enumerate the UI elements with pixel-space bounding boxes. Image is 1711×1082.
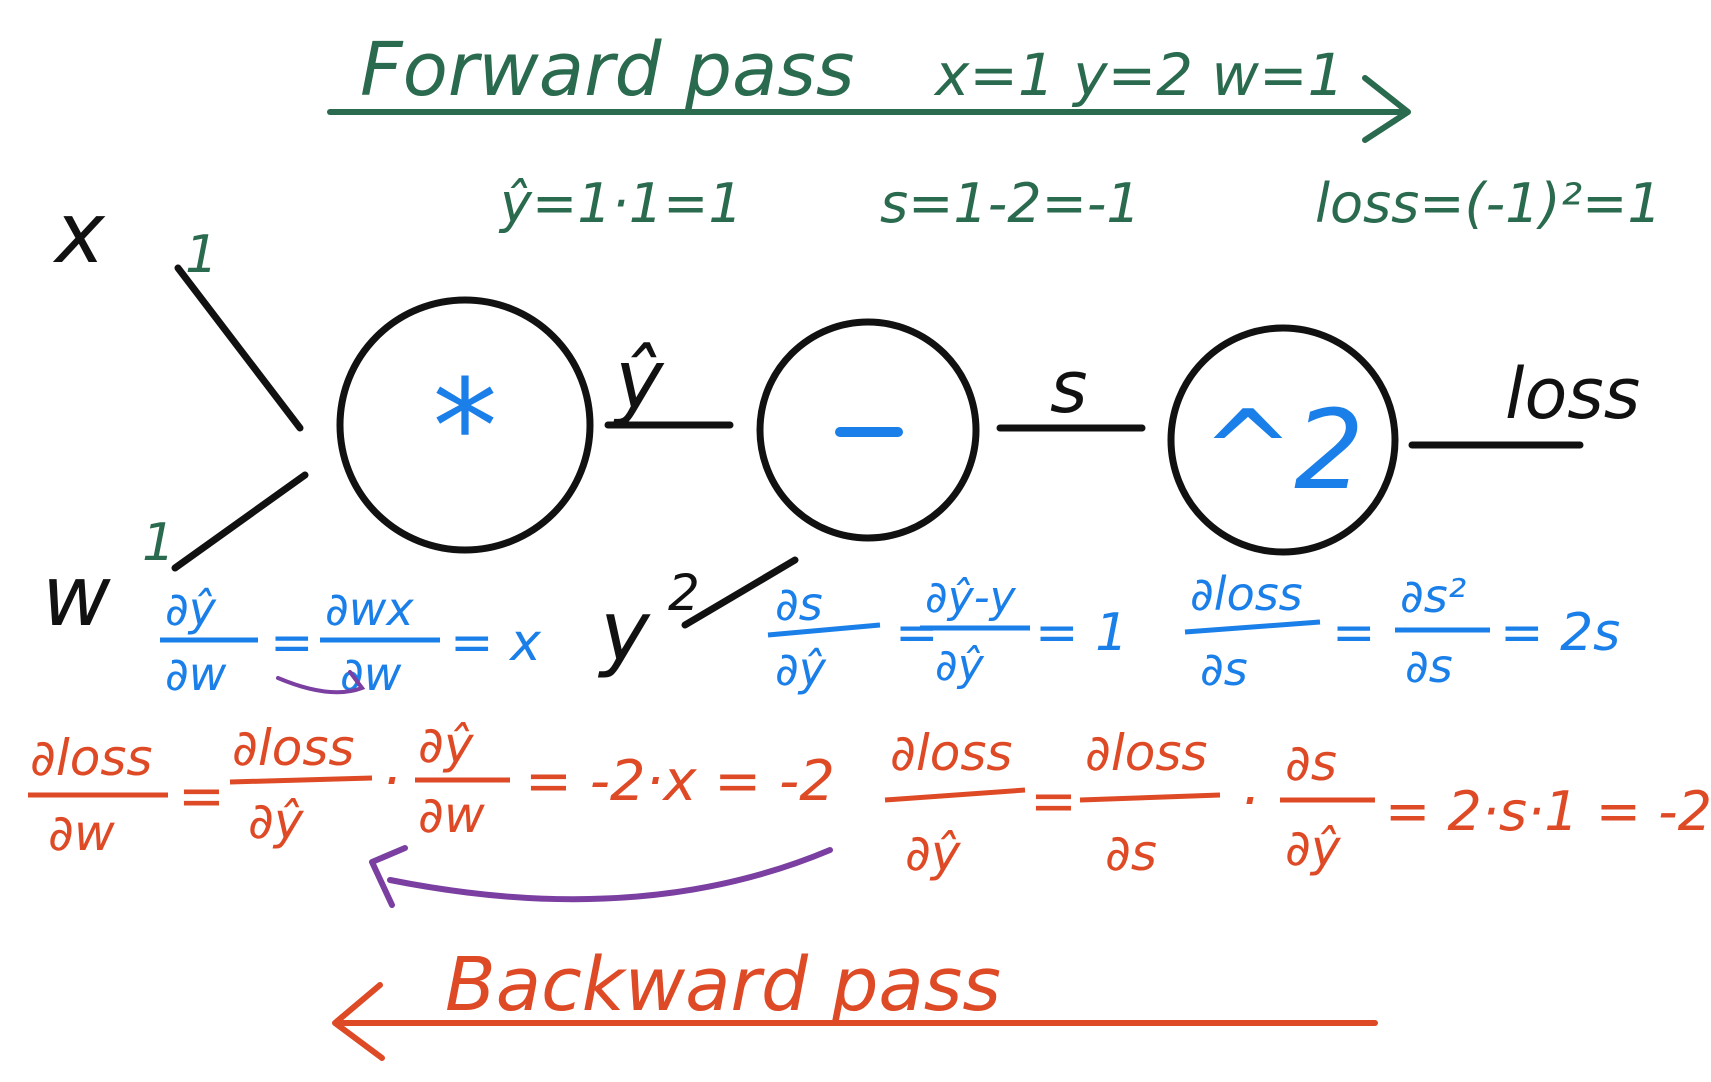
- subtract-node: [756, 318, 980, 542]
- chain-right-lhs-den: ∂ŷ: [905, 824, 962, 882]
- grad-ds2-num: ∂s²: [1400, 569, 1466, 623]
- grad-dyhat-result: = x: [450, 613, 542, 673]
- grad-dyhat-num: ∂ŷ: [165, 582, 217, 636]
- square-operator: ^2: [1202, 386, 1364, 514]
- chain-right-t1-den: ∂s: [1105, 824, 1157, 882]
- grad-dwx-num: ∂wx: [325, 582, 414, 636]
- input-w-value: 1: [142, 513, 175, 573]
- local-grad-ds-dyhat: ∂s ∂ŷ = ∂ŷ-y ∂ŷ = 1: [767, 572, 1128, 696]
- svg-text:=: =: [895, 603, 939, 663]
- input-w-label: w: [42, 547, 111, 645]
- flow-hook-small: [276, 670, 366, 695]
- forward-yhat-equation: ŷ=1·1=1: [498, 172, 743, 235]
- grad-ds-num: ∂s: [775, 577, 823, 631]
- multiply-operator: *: [433, 351, 498, 503]
- input-x-value: 1: [185, 225, 218, 285]
- chain-rule-dloss-dyhat: ∂loss ∂ŷ = ∂loss ∂s · ∂s ∂ŷ = 2·s·1 = -2: [884, 724, 1711, 882]
- input-y-value: 2: [668, 564, 700, 622]
- edge-w-to-mul: [171, 471, 309, 572]
- grad-dyhat-den-2: ∂ŷ: [935, 640, 985, 691]
- yhat-label: ŷ: [612, 333, 665, 428]
- svg-text:·: ·: [382, 749, 400, 814]
- svg-text:·: ·: [1240, 769, 1258, 834]
- forward-loss-equation: loss=(-1)²=1: [1315, 172, 1662, 235]
- backward-arrow: [332, 982, 1378, 1061]
- local-grad-dloss-ds: ∂loss ∂s = ∂s² ∂s = 2s: [1184, 567, 1620, 696]
- svg-text:=: =: [270, 613, 314, 673]
- grad-ds-result: = 1: [1035, 603, 1128, 663]
- forward-inputs: x=1 y=2 w=1: [933, 41, 1344, 109]
- chain-right-t2-num: ∂s: [1285, 734, 1337, 792]
- chain-right-t1-num: ∂loss: [1085, 724, 1207, 782]
- svg-text:=: =: [178, 764, 225, 829]
- gradient-flow-arrow: [369, 845, 833, 908]
- local-grad-dyhat-dw: ∂ŷ ∂w = ∂wx ∂w = x: [160, 582, 542, 701]
- chain-left-result: = -2·x = -2: [525, 749, 835, 814]
- grad-dloss-num: ∂loss: [1190, 567, 1303, 621]
- input-y-label: y: [597, 582, 651, 680]
- chain-right-result: = 2·s·1 = -2: [1385, 780, 1711, 843]
- chain-left-lhs-den: ∂w: [48, 804, 115, 862]
- svg-text:=: =: [1332, 603, 1376, 663]
- svg-text:=: =: [1030, 769, 1077, 834]
- forward-arrow: [327, 75, 1411, 143]
- grad-yhat-minus-y-num: ∂ŷ-y: [925, 572, 1017, 623]
- grad-dloss-result: = 2s: [1500, 603, 1620, 663]
- grad-ds-den-2: ∂s: [1405, 639, 1453, 693]
- forward-s-equation: s=1-2=-1: [880, 172, 1141, 235]
- grad-ds-den: ∂s: [1200, 642, 1248, 696]
- s-label: s: [1050, 345, 1088, 429]
- chain-left-t2-num: ∂ŷ: [418, 716, 475, 774]
- chain-right-t2-den: ∂ŷ: [1285, 819, 1342, 877]
- chain-left-t1-den: ∂ŷ: [248, 792, 305, 850]
- backward-pass-title: Backward pass: [445, 942, 1001, 1028]
- forward-pass-title: Forward pass: [360, 27, 854, 113]
- chain-left-lhs-num: ∂loss: [30, 729, 152, 787]
- loss-label: loss: [1505, 353, 1640, 435]
- chain-left-t1-num: ∂loss: [232, 719, 354, 777]
- chain-rule-dloss-dw: ∂loss ∂w = ∂loss ∂ŷ · ∂ŷ ∂w = -2·x = -2: [28, 716, 835, 862]
- chain-right-lhs-num: ∂loss: [890, 724, 1012, 782]
- grad-dyhat-den: ∂ŷ: [775, 642, 827, 696]
- edge-y-to-sub: [681, 556, 799, 629]
- chain-left-t2-den: ∂w: [418, 786, 485, 844]
- input-x-label: x: [52, 184, 106, 282]
- edge-x-to-mul: [174, 264, 304, 432]
- multiply-node: [336, 296, 594, 554]
- grad-dw-den: ∂w: [165, 647, 227, 701]
- square-node: [1167, 324, 1399, 556]
